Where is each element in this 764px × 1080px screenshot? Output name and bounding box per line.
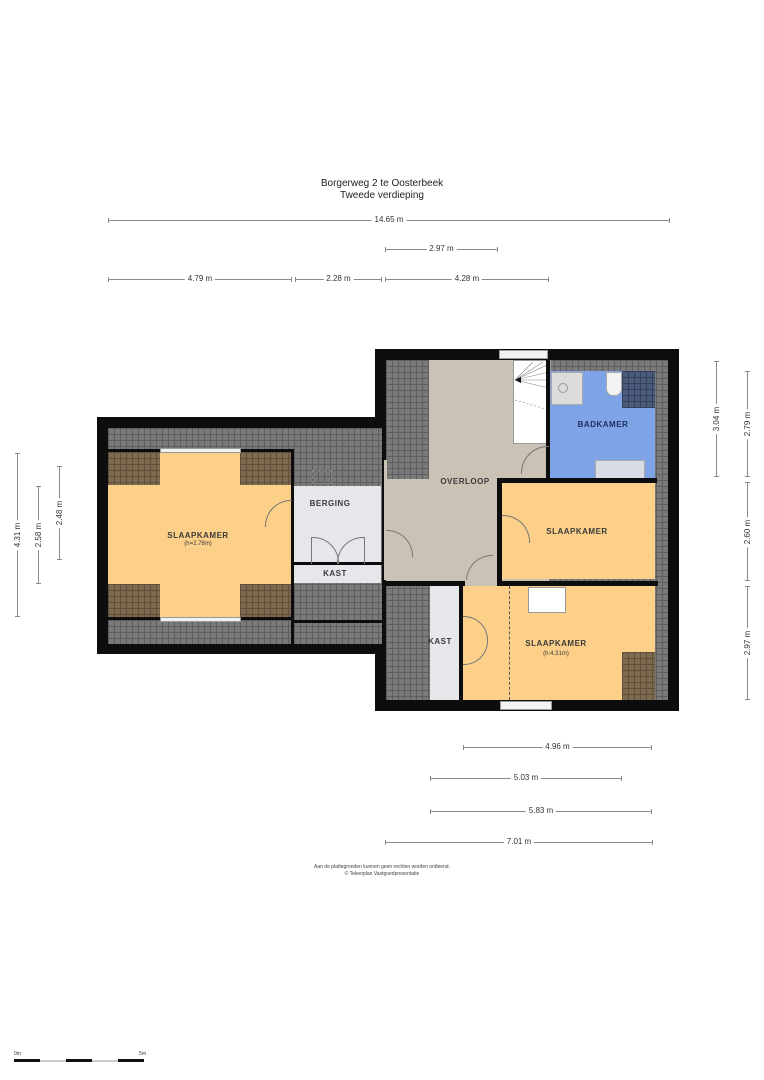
dimension-berging-width: 2.28 m (295, 273, 382, 285)
dimension-left-bedroom-width: 4.79 m (108, 273, 292, 285)
plan-floor-name: Tweede verdieping (340, 190, 424, 201)
low-ceiling-area-right (622, 652, 655, 700)
label-slaapkamer-left-height: (h=2.78m) (184, 541, 212, 547)
badkamer-low-area (622, 371, 655, 408)
door-opening-bottom (465, 580, 497, 586)
plan-address: Borgerweg 2 te Oosterbeek (320, 178, 444, 189)
dimension-bottom-3: 5.83 m (430, 805, 652, 817)
wall-slaapkamer-right-top-left (497, 478, 502, 585)
scale-seg-3 (66, 1059, 92, 1062)
dimension-right-depth-2: 2.60 m (742, 482, 753, 581)
room-kast-right (430, 586, 460, 700)
label-berging: BERGING (309, 499, 351, 508)
label-slaapkamer-right-bottom: SLAAPKAMER (525, 639, 587, 648)
window-slaapkamer-left-bottom (160, 617, 241, 622)
shower-drain-icon (558, 383, 568, 393)
roof-hatch (312, 470, 332, 484)
wall-slaapkamer-right-top-upper (497, 478, 657, 483)
dimension-right-depth-3: 2.97 m (742, 586, 753, 700)
wall-below-kast (294, 620, 382, 623)
washbasin-double (595, 460, 645, 479)
dimension-bottom-1: 4.96 m (463, 741, 652, 753)
dimension-bottom-2: 5.03 m (430, 772, 622, 784)
wall-overloop-bottom (386, 581, 658, 586)
window-slaapkamer-left-top (160, 448, 241, 453)
wall-berging-left (291, 452, 294, 644)
dimension-bottom-4: 7.01 m (385, 836, 653, 848)
label-slaapkamer-right-bottom-height: (h:4.31m) (543, 651, 569, 657)
label-slaapkamer-left: SLAAPKAMER (167, 531, 229, 540)
overloop-opening (384, 460, 387, 580)
toilet-icon (606, 372, 622, 396)
scale-bar-end-label: 5m (139, 1051, 146, 1057)
label-slaapkamer-right-top: SLAAPKAMER (546, 527, 608, 536)
dimension-stair-width: 2.97 m (385, 243, 498, 255)
dimension-left-depth-total: 4.31 m (12, 453, 23, 617)
label-badkamer: BADKAMER (577, 420, 629, 429)
dimension-right-depth-1: 2.79 m (742, 371, 753, 477)
room-slaapkamer-left (108, 485, 294, 584)
attic-staircase (528, 587, 566, 613)
scale-seg-4 (92, 1060, 118, 1062)
dimension-badkamer-depth: 3.04 m (711, 361, 722, 477)
scale-seg-2 (40, 1060, 66, 1062)
room-kast-left (294, 565, 381, 583)
window-stairwell (499, 350, 548, 359)
window-slaapkamer-right-bottom (500, 701, 552, 710)
staircase (513, 360, 551, 444)
dimension-overloop-width: 4.28 m (385, 273, 549, 285)
dimension-total-width: 14.65 m (108, 214, 670, 226)
dimension-left-depth-mid: 2.58 m (33, 486, 44, 584)
label-kast-right: KAST (428, 637, 452, 646)
ceiling-line-dashed (509, 586, 510, 700)
stairs-steps-icon (514, 361, 549, 411)
scale-bar-start-label: 0m (14, 1051, 21, 1057)
footer-copyright: © Tekenplan Vastgoedpresentatie (344, 871, 420, 877)
wall-kast-right (459, 586, 463, 700)
label-kast-left: KAST (323, 569, 347, 578)
wall-badkamer-left (546, 360, 550, 481)
scale-seg-5 (118, 1059, 144, 1062)
scale-seg-1 (14, 1059, 40, 1062)
footer-disclaimer: Aan de plattegronden kunnen geen rechten… (314, 864, 450, 870)
dimension-left-depth-inner: 2.48 m (54, 466, 65, 560)
label-overloop: OVERLOOP (440, 477, 490, 486)
room-berging (294, 486, 381, 562)
scale-bar: 0m 5m (14, 1051, 146, 1063)
